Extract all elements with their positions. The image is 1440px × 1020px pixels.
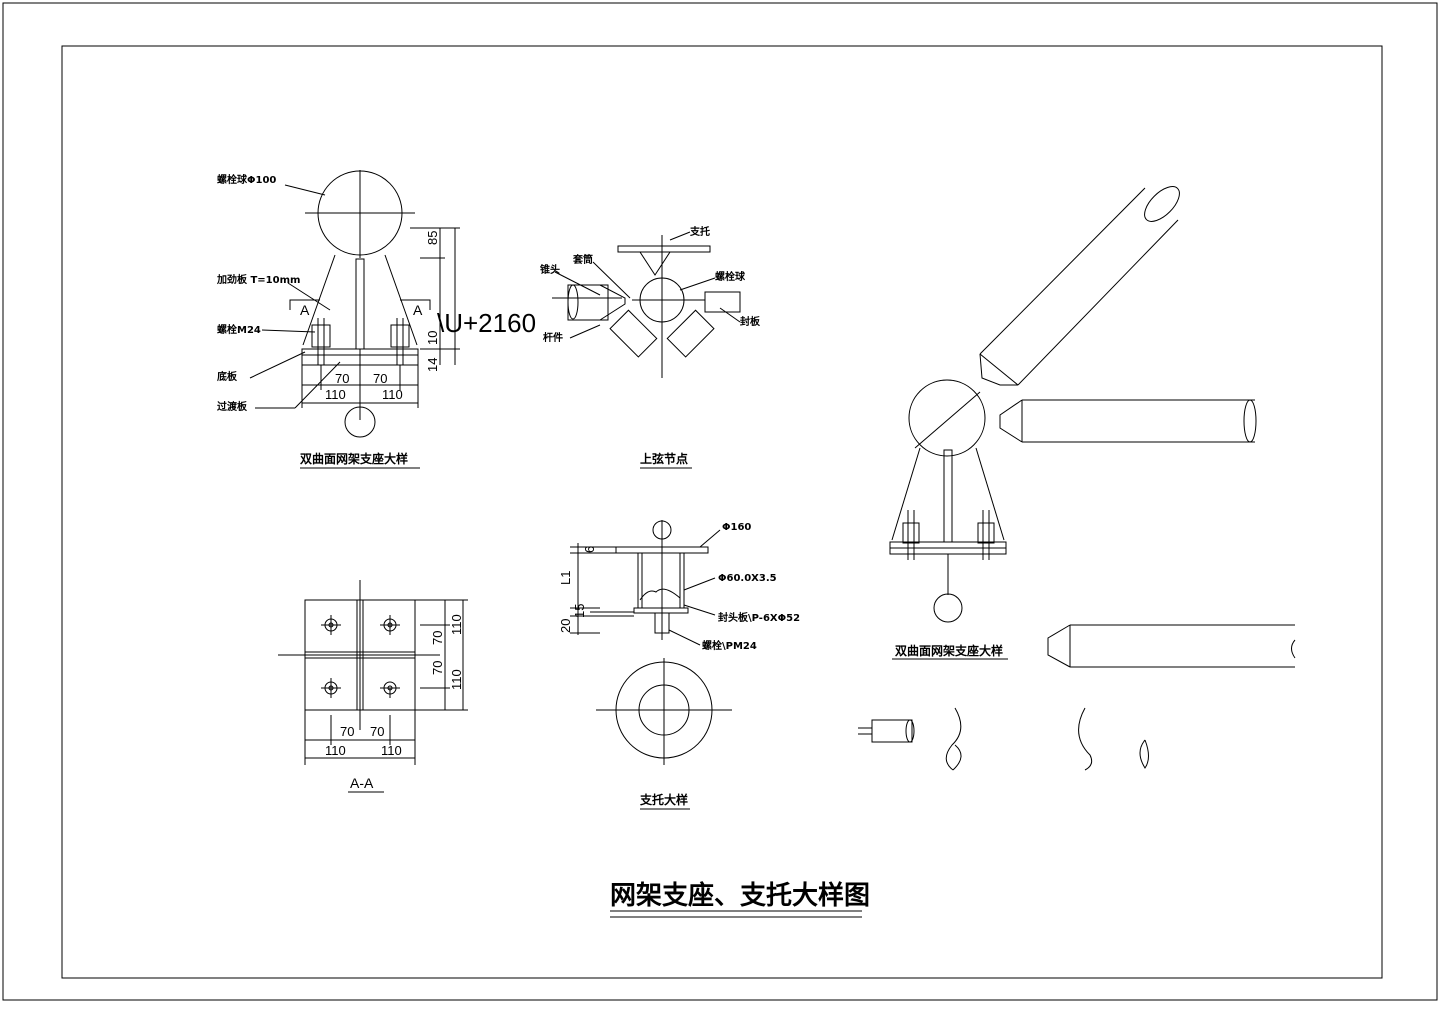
title-block: 网架支座、支托大样图 <box>610 880 870 918</box>
label-rib: 加劲板 T=10mm <box>216 273 300 286</box>
label-seal: 封板 <box>740 315 761 328</box>
dim-aa-v110a: 110 <box>449 614 464 635</box>
dim-aa-v110b: 110 <box>449 669 464 690</box>
label-plate: Φ160 <box>722 522 751 533</box>
dim-14: 14 <box>425 358 440 372</box>
section-mark-left: A <box>300 302 310 318</box>
bracket-detail: 6 L1 15 20 Φ160 Φ60.0X3.5 封头板\P-6XΦ52 螺栓… <box>558 520 800 810</box>
dim-aa-h110a: 110 <box>325 743 346 758</box>
dim-70b: 70 <box>373 371 387 386</box>
label-rod: 杆件 <box>543 331 563 344</box>
caption-bracket: 支托大样 <box>639 792 688 807</box>
label-bolt: 螺栓M24 <box>217 323 261 336</box>
caption-aa: A-A <box>350 775 374 791</box>
outer-border <box>2 2 1438 1001</box>
dim-110a: 110 <box>325 387 346 402</box>
support-detail: A A 85 10 14 70 70 110 110 螺栓球Φ100 加劲板 T… <box>216 170 460 469</box>
label-bracket-bolt: 螺栓\PM24 <box>702 639 757 652</box>
label-node-ball: 螺栓球 <box>715 270 746 283</box>
dim-aa-v70b: 70 <box>430 661 445 675</box>
dim-10: 10 <box>425 331 440 345</box>
caption-upper-node: 上弦节点 <box>640 451 688 466</box>
dim-85: 85 <box>425 231 440 245</box>
label-cone: 锥头 <box>540 263 560 276</box>
dim-aa-h70b: 70 <box>370 724 384 739</box>
dim-110b: 110 <box>382 387 403 402</box>
dim-bracket-6: 6 <box>582 546 597 553</box>
loose-parts <box>858 624 1296 771</box>
watermark-text: \U+2160 <box>437 308 536 338</box>
label-sleeve: 套筒 <box>572 253 593 266</box>
caption-iso: 双曲面网架支座大样 <box>895 643 1003 658</box>
dim-aa-v70a: 70 <box>430 631 445 645</box>
main-title: 网架支座、支托大样图 <box>610 880 870 911</box>
label-transition: 过渡板 <box>217 400 248 413</box>
iso-support: 双曲面网架支座大样 <box>889 186 1257 660</box>
dim-bracket-l1: L1 <box>558 571 573 585</box>
dim-bracket-15: 15 <box>572 604 587 618</box>
dim-bracket-20: 20 <box>558 619 573 633</box>
section-mark-right: A <box>413 302 423 318</box>
label-cap: 封头板\P-6XΦ52 <box>718 611 800 624</box>
plan-aa: 110 70 70 110 70 70 110 110 A-A <box>278 580 468 793</box>
dim-aa-h110b: 110 <box>381 743 402 758</box>
dim-aa-h70a: 70 <box>340 724 354 739</box>
label-bolt-ball: 螺栓球Φ100 <box>217 173 276 186</box>
label-support: 支托 <box>689 225 710 238</box>
dim-70a: 70 <box>335 371 349 386</box>
label-base: 底板 <box>217 370 238 383</box>
upper-node: 支托 套筒 锥头 螺栓球 封板 杆件 上弦节点 <box>540 225 761 469</box>
inner-border <box>61 45 1383 979</box>
caption-support: 双曲面网架支座大样 <box>300 451 408 466</box>
label-pipe: Φ60.0X3.5 <box>718 573 777 584</box>
